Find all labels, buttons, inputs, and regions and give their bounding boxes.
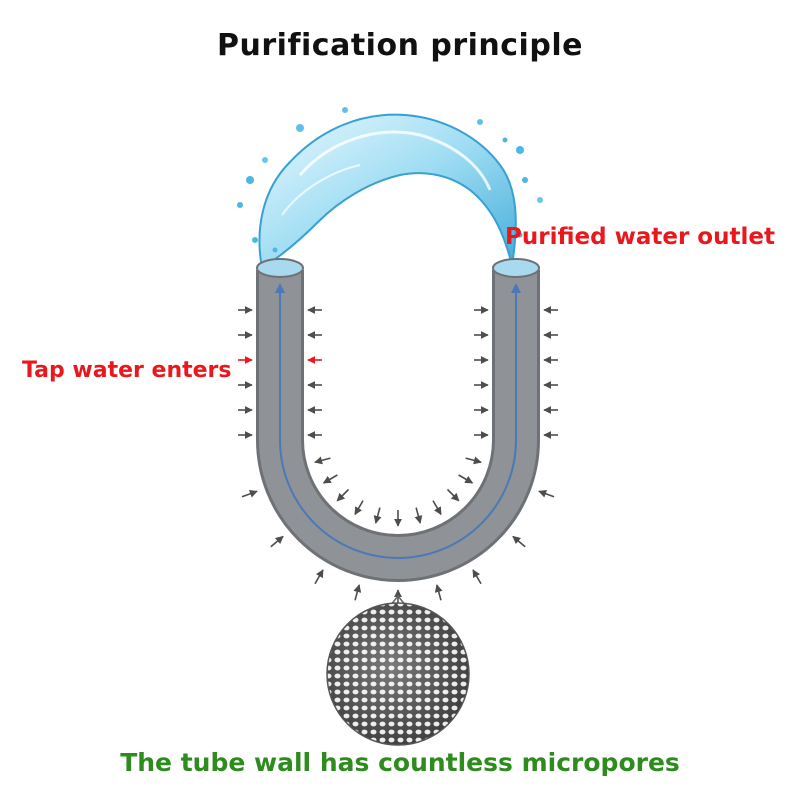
inflow-arrow	[538, 490, 555, 498]
inflow-arrow	[434, 584, 443, 601]
inflow-arrow	[353, 584, 362, 601]
inflow-arrow	[458, 474, 474, 484]
inflow-arrow	[414, 507, 423, 524]
inflow-arrows	[238, 306, 558, 606]
inflow-arrow	[373, 507, 382, 524]
water-splash-icon	[237, 107, 543, 270]
u-tube-icon	[256, 258, 540, 582]
inflow-arrow	[472, 569, 482, 585]
page-title: Purification principle	[217, 28, 583, 63]
inflow-arrow	[432, 500, 442, 516]
micropore-caption: The tube wall has countless micropores	[120, 748, 680, 777]
flow-line	[279, 290, 517, 559]
inflow-arrow	[314, 456, 331, 465]
micropore-disc-icon	[326, 594, 470, 746]
inflow-arrow	[336, 488, 350, 502]
inflow-arrow	[512, 535, 526, 548]
inflow-arrow	[354, 500, 364, 516]
inflow-arrow	[241, 490, 258, 498]
inflow-arrow	[314, 569, 324, 585]
inflow-arrow	[270, 535, 284, 548]
inflow-arrow	[465, 456, 482, 465]
inlet-label: Tap water enters	[22, 358, 232, 383]
outlet-label: Purified water outlet	[505, 224, 775, 250]
inflow-arrow	[446, 488, 460, 502]
inflow-arrow	[322, 474, 338, 484]
